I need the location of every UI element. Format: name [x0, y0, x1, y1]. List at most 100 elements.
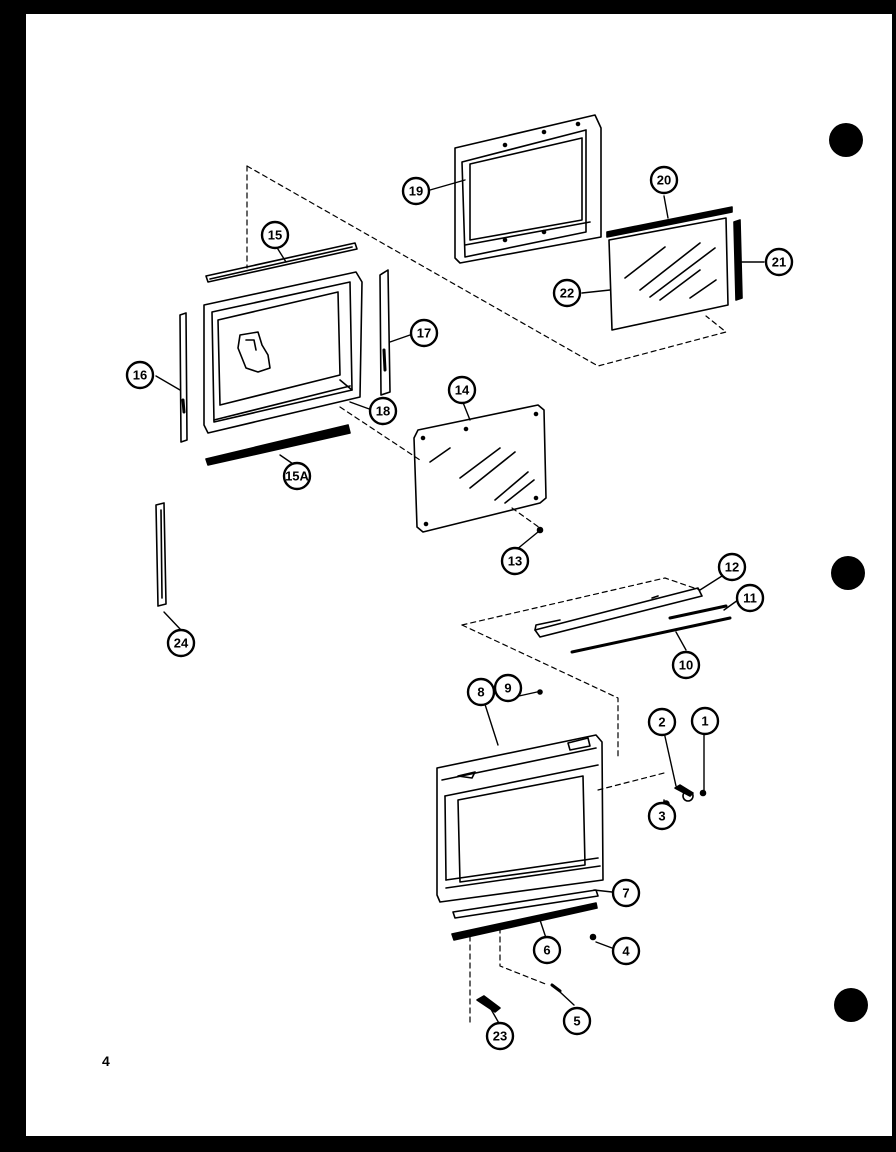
callout-label: 17 [417, 326, 431, 341]
callout-circle [500, 546, 530, 576]
screw-13 [536, 526, 544, 534]
callout-circle [611, 936, 641, 966]
callout-circle [735, 583, 765, 613]
callout-circle [532, 935, 562, 965]
callout-label: 1 [701, 714, 708, 729]
callout-circle [125, 360, 155, 390]
callout-label: 22 [560, 286, 574, 301]
callout-20: 20 [649, 165, 679, 195]
clip-9 [537, 689, 543, 695]
callout-label: 4 [622, 944, 630, 959]
callout-label: 10 [679, 658, 693, 673]
page-number: 4 [102, 1053, 110, 1069]
screw-4 [589, 933, 597, 941]
callout-circle [485, 1021, 515, 1051]
callout-15a: 15A [282, 461, 312, 491]
callout-14: 14 [447, 375, 477, 405]
callout-label: 3 [658, 809, 665, 824]
callout-circle [282, 461, 312, 491]
door-panel-8 [436, 734, 604, 903]
door-frame-19 [454, 114, 602, 264]
bottom-trim-7 [452, 889, 599, 919]
trim-strip-15A [205, 424, 351, 466]
callout-3: 3 [647, 801, 677, 831]
bottom-trim-6 [451, 902, 598, 941]
callout-7: 7 [611, 878, 641, 908]
callout-label: 23 [493, 1029, 507, 1044]
callout-label: 9 [504, 681, 511, 696]
callout-16: 16 [125, 360, 155, 390]
callout-label: 6 [543, 943, 550, 958]
callout-label: 13 [508, 554, 522, 569]
callout-label: 19 [409, 184, 423, 199]
trim-strip-15 [205, 242, 358, 283]
callout-circle [647, 707, 677, 737]
binder-hole-top [829, 123, 863, 157]
callout-label: 2 [658, 715, 665, 730]
callout-12: 12 [717, 552, 747, 582]
callout-circle [717, 552, 747, 582]
callout-label: 7 [622, 886, 629, 901]
callout-label: 15 [268, 228, 282, 243]
side-trim-16 [179, 312, 188, 443]
callout-label: 8 [477, 685, 484, 700]
callout-label: 16 [133, 368, 147, 383]
hinge-2 [674, 784, 694, 802]
callout-circle [562, 1006, 592, 1036]
assembly-dashed-lines [246, 165, 727, 1023]
callout-circle [166, 628, 196, 658]
callout-13: 13 [500, 546, 530, 576]
callout-22: 22 [552, 278, 582, 308]
callout-6: 6 [532, 935, 562, 965]
callout-circle [401, 176, 431, 206]
callout-circle [260, 220, 290, 250]
callout-label: 24 [174, 636, 189, 651]
callout-1: 1 [690, 706, 720, 736]
inner-door-frame-18 [203, 271, 363, 434]
screw-5 [550, 983, 562, 993]
callout-2: 2 [647, 707, 677, 737]
callout-circle [671, 650, 701, 680]
callout-label: 5 [573, 1014, 580, 1029]
callout-9: 9 [493, 673, 523, 703]
binder-hole-bottom [834, 988, 868, 1022]
callout-circle [466, 677, 496, 707]
callout-24: 24 [166, 628, 196, 658]
callout-label: 15A [285, 469, 309, 484]
callout-label: 11 [743, 591, 757, 606]
glass-strip-21 [733, 219, 743, 301]
callout-10: 10 [671, 650, 701, 680]
callout-circle [409, 318, 439, 348]
handle-12 [534, 587, 703, 638]
inner-glass-14 [413, 404, 547, 533]
callout-label: 18 [376, 404, 390, 419]
paper-sheet [26, 14, 892, 1136]
callout-circle [647, 801, 677, 831]
callout-11: 11 [735, 583, 765, 613]
callout-19: 19 [401, 176, 431, 206]
screw-1 [699, 789, 707, 797]
callout-circle [493, 673, 523, 703]
side-trim-17 [379, 269, 391, 396]
strip-11 [668, 604, 728, 620]
callout-17: 17 [409, 318, 439, 348]
callout-label: 20 [657, 173, 671, 188]
callout-circle [690, 706, 720, 736]
callout-label: 14 [455, 383, 470, 398]
strip-10 [570, 616, 732, 654]
callout-label: 21 [772, 255, 786, 270]
callout-circle [368, 396, 398, 426]
callout-label: 12 [725, 560, 739, 575]
callout-circle [552, 278, 582, 308]
outer-glass-22 [608, 217, 729, 331]
callout-circle [649, 165, 679, 195]
callout-5: 5 [562, 1006, 592, 1036]
callout-8: 8 [466, 677, 496, 707]
callout-18: 18 [368, 396, 398, 426]
callout-circle [611, 878, 641, 908]
callout-4: 4 [611, 936, 641, 966]
glass-strip-20 [606, 206, 733, 238]
callout-21: 21 [764, 247, 794, 277]
callout-circle [764, 247, 794, 277]
